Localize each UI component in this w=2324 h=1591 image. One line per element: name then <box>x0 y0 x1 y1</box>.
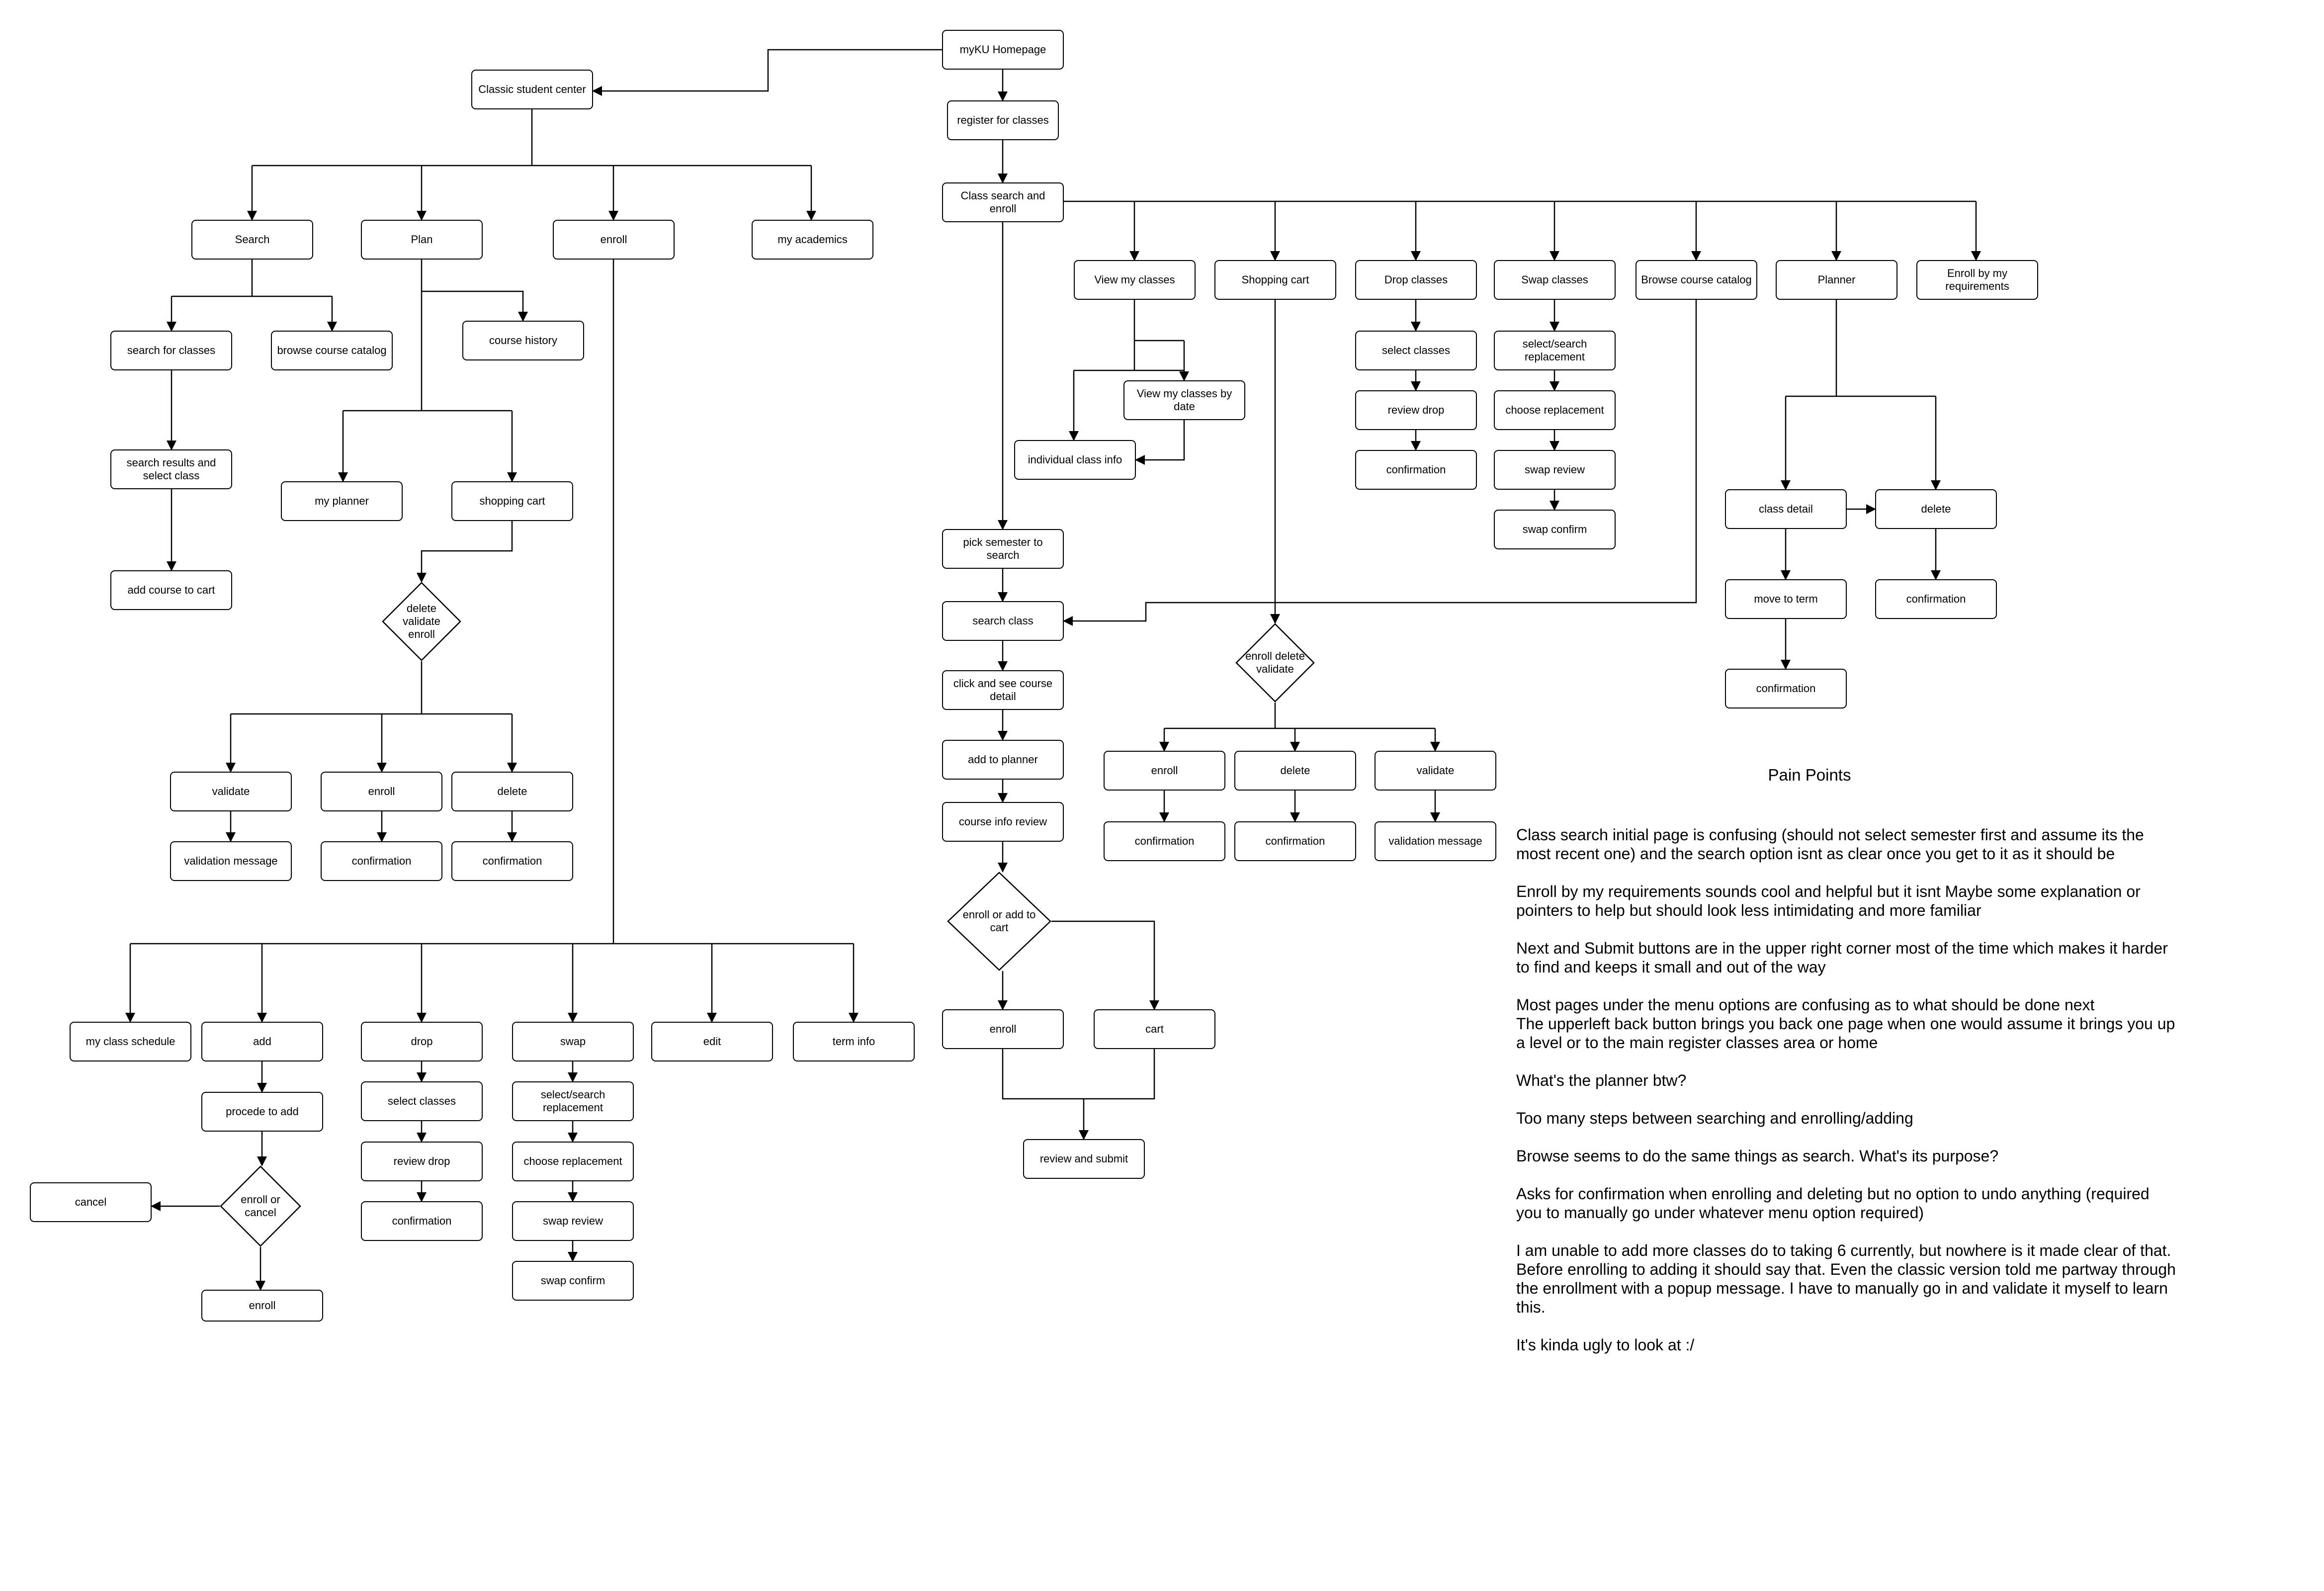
node-search-classes: search for classes <box>110 331 232 370</box>
node-review-submit: review and submit <box>1023 1139 1145 1179</box>
node-click-detail: click and see course detail <box>942 670 1064 710</box>
node-class-detail: class detail <box>1725 489 1847 529</box>
node-search-results: search results and select class <box>110 449 232 489</box>
node-validate-s: validate <box>1375 751 1496 791</box>
node-enroll-req: Enroll by my requirements <box>1916 260 2038 300</box>
connector-95 <box>1002 1049 1155 1100</box>
node-cart-c: cart <box>1094 1009 1215 1049</box>
pain-points-title: Pain Points <box>1768 766 1851 784</box>
node-choose-repl-r: choose replacement <box>1494 390 1616 430</box>
node-drop-r: Drop classes <box>1355 260 1477 300</box>
node-swap-l: swap <box>512 1022 634 1061</box>
node-confirm-r1: confirmation <box>1355 450 1477 490</box>
connector-0 <box>592 49 942 96</box>
node-add-to-cart-l: add course to cart <box>110 570 232 610</box>
pain-points-list: Class search initial page is confusing (… <box>1516 825 2177 1373</box>
node-enroll-final: enroll <box>201 1290 323 1322</box>
decision-enroll-or-add-to-cart: enroll or add to cart <box>947 872 1051 971</box>
node-browse-r: Browse course catalog <box>1635 260 1757 300</box>
pain-point-item: I am unable to add more classes do to ta… <box>1516 1241 2176 1316</box>
node-move-term: move to term <box>1725 579 1847 619</box>
node-shopping-cart-l: shopping cart <box>451 481 573 521</box>
node-swap-r: Swap classes <box>1494 260 1616 300</box>
node-enroll-l: enroll <box>321 772 442 811</box>
node-swap-review-l: swap review <box>512 1201 634 1241</box>
node-swap-confirm-l: swap confirm <box>512 1261 634 1301</box>
node-course-history: course history <box>462 321 584 360</box>
pain-point-item: Most pages under the menu options are co… <box>1516 996 2175 1052</box>
node-search-class: search class <box>942 601 1064 641</box>
node-planner-r: Planner <box>1776 260 1897 300</box>
connector-94 <box>1051 920 1159 1010</box>
node-sel-repl-l: select/search replacement <box>512 1081 634 1121</box>
decision-delete-validate-enroll: delete validate enroll <box>382 582 461 661</box>
node-select-classes-l: select classes <box>361 1081 483 1121</box>
node-drop-l: drop <box>361 1022 483 1061</box>
node-swap-confirm-r: swap confirm <box>1494 510 1616 549</box>
node-plan: Plan <box>361 220 483 260</box>
connector-62 <box>1135 420 1185 465</box>
pain-point-item: Enroll by my requirements sounds cool an… <box>1516 883 2141 919</box>
node-confirm-p1: confirmation <box>1725 669 1847 708</box>
node-cse: Class search and enroll <box>942 182 1064 222</box>
node-validate-l: validate <box>170 772 292 811</box>
node-enroll-s: enroll <box>1104 751 1225 791</box>
node-delete-s: delete <box>1234 751 1356 791</box>
node-add: add <box>201 1022 323 1061</box>
pain-point-item: Next and Submit buttons are in the upper… <box>1516 939 2168 976</box>
node-confirm-p2: confirmation <box>1875 579 1997 619</box>
pain-point-item: It's kinda ugly to look at :/ <box>1516 1336 1695 1354</box>
node-sel-repl-r: select/search replacement <box>1494 331 1616 370</box>
node-browse-catalog-l: browse course catalog <box>271 331 393 370</box>
node-term-info: term info <box>793 1022 915 1061</box>
node-search: Search <box>191 220 313 260</box>
decision-enroll-delete-validate: enroll delete validate <box>1235 623 1315 703</box>
node-choose-repl-l: choose replacement <box>512 1142 634 1181</box>
node-review-drop-l: review drop <box>361 1142 483 1181</box>
node-confirm-l2: confirmation <box>451 841 573 881</box>
node-confirm-s1: confirmation <box>1104 821 1225 861</box>
node-confirm-s2: confirmation <box>1234 821 1356 861</box>
node-info-review: course info review <box>942 802 1064 842</box>
node-academics: my academics <box>752 220 873 260</box>
node-enroll-c: enroll <box>942 1009 1064 1049</box>
node-delete-p: delete <box>1875 489 1997 529</box>
decision-enroll-or-cancel: enroll or cancel <box>220 1165 301 1247</box>
node-cancel: cancel <box>30 1182 152 1222</box>
connector-20 <box>417 521 513 583</box>
node-enroll-menu: enroll <box>553 220 675 260</box>
pain-point-item: Class search initial page is confusing (… <box>1516 826 2144 863</box>
node-schedule: my class schedule <box>70 1022 191 1061</box>
node-select-classes-r: select classes <box>1355 331 1477 370</box>
pain-point-item: Browse seems to do the same things as se… <box>1516 1147 1999 1165</box>
node-pick-sem: pick semester to search <box>942 529 1064 569</box>
node-validation-msg-l: validation message <box>170 841 292 881</box>
node-edit: edit <box>651 1022 773 1061</box>
node-add-planner: add to planner <box>942 740 1064 780</box>
node-swap-review-r: swap review <box>1494 450 1616 490</box>
node-procede: procede to add <box>201 1092 323 1132</box>
node-view-classes: View my classes <box>1074 260 1196 300</box>
node-review-drop-r: review drop <box>1355 390 1477 430</box>
node-validation-msg-s: validation message <box>1375 821 1496 861</box>
node-classic: Classic student center <box>471 70 593 109</box>
node-myku: myKU Homepage <box>942 30 1064 70</box>
node-delete-l: delete <box>451 772 573 811</box>
node-register: register for classes <box>947 100 1059 140</box>
pain-point-item: Too many steps between searching and enr… <box>1516 1109 1913 1127</box>
connector-78 <box>1063 300 1697 626</box>
connector-14 <box>422 290 528 322</box>
node-view-by-date: View my classes by date <box>1123 380 1245 420</box>
node-indiv-info: individual class info <box>1014 440 1136 480</box>
node-my-planner: my planner <box>281 481 403 521</box>
pain-point-item: What's the planner btw? <box>1516 1071 1687 1089</box>
node-confirm-l1: confirmation <box>321 841 442 881</box>
node-shop-cart-r: Shopping cart <box>1214 260 1336 300</box>
pain-point-item: Asks for confirmation when enrolling and… <box>1516 1185 2150 1222</box>
node-confirm-l3: confirmation <box>361 1201 483 1241</box>
